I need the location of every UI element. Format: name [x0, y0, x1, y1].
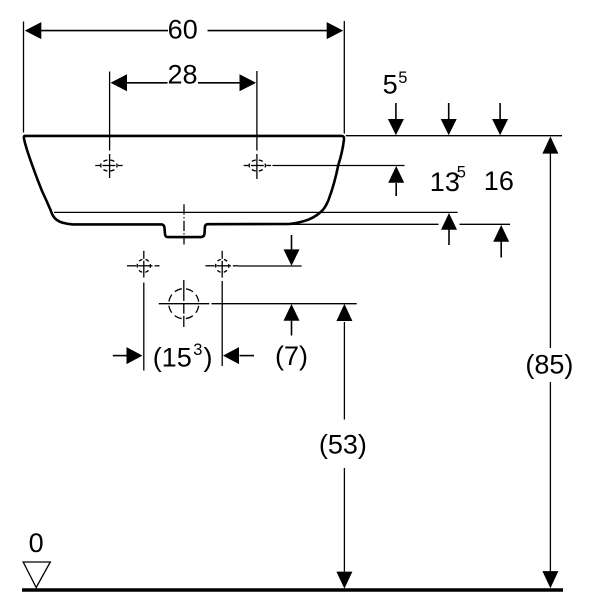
svg-text:): ) — [204, 343, 213, 373]
svg-text:5: 5 — [383, 70, 398, 100]
svg-text:5: 5 — [457, 164, 466, 182]
svg-text:0: 0 — [29, 528, 44, 558]
svg-text:(85): (85) — [525, 349, 573, 379]
svg-text:(15: (15 — [153, 343, 192, 373]
svg-text:3: 3 — [193, 341, 202, 359]
svg-text:(7): (7) — [275, 341, 308, 371]
svg-text:5: 5 — [398, 69, 407, 87]
svg-text:(53): (53) — [319, 430, 367, 460]
svg-text:16: 16 — [484, 166, 514, 196]
svg-text:13: 13 — [430, 167, 460, 197]
svg-text:28: 28 — [167, 59, 197, 89]
svg-text:60: 60 — [168, 15, 198, 45]
